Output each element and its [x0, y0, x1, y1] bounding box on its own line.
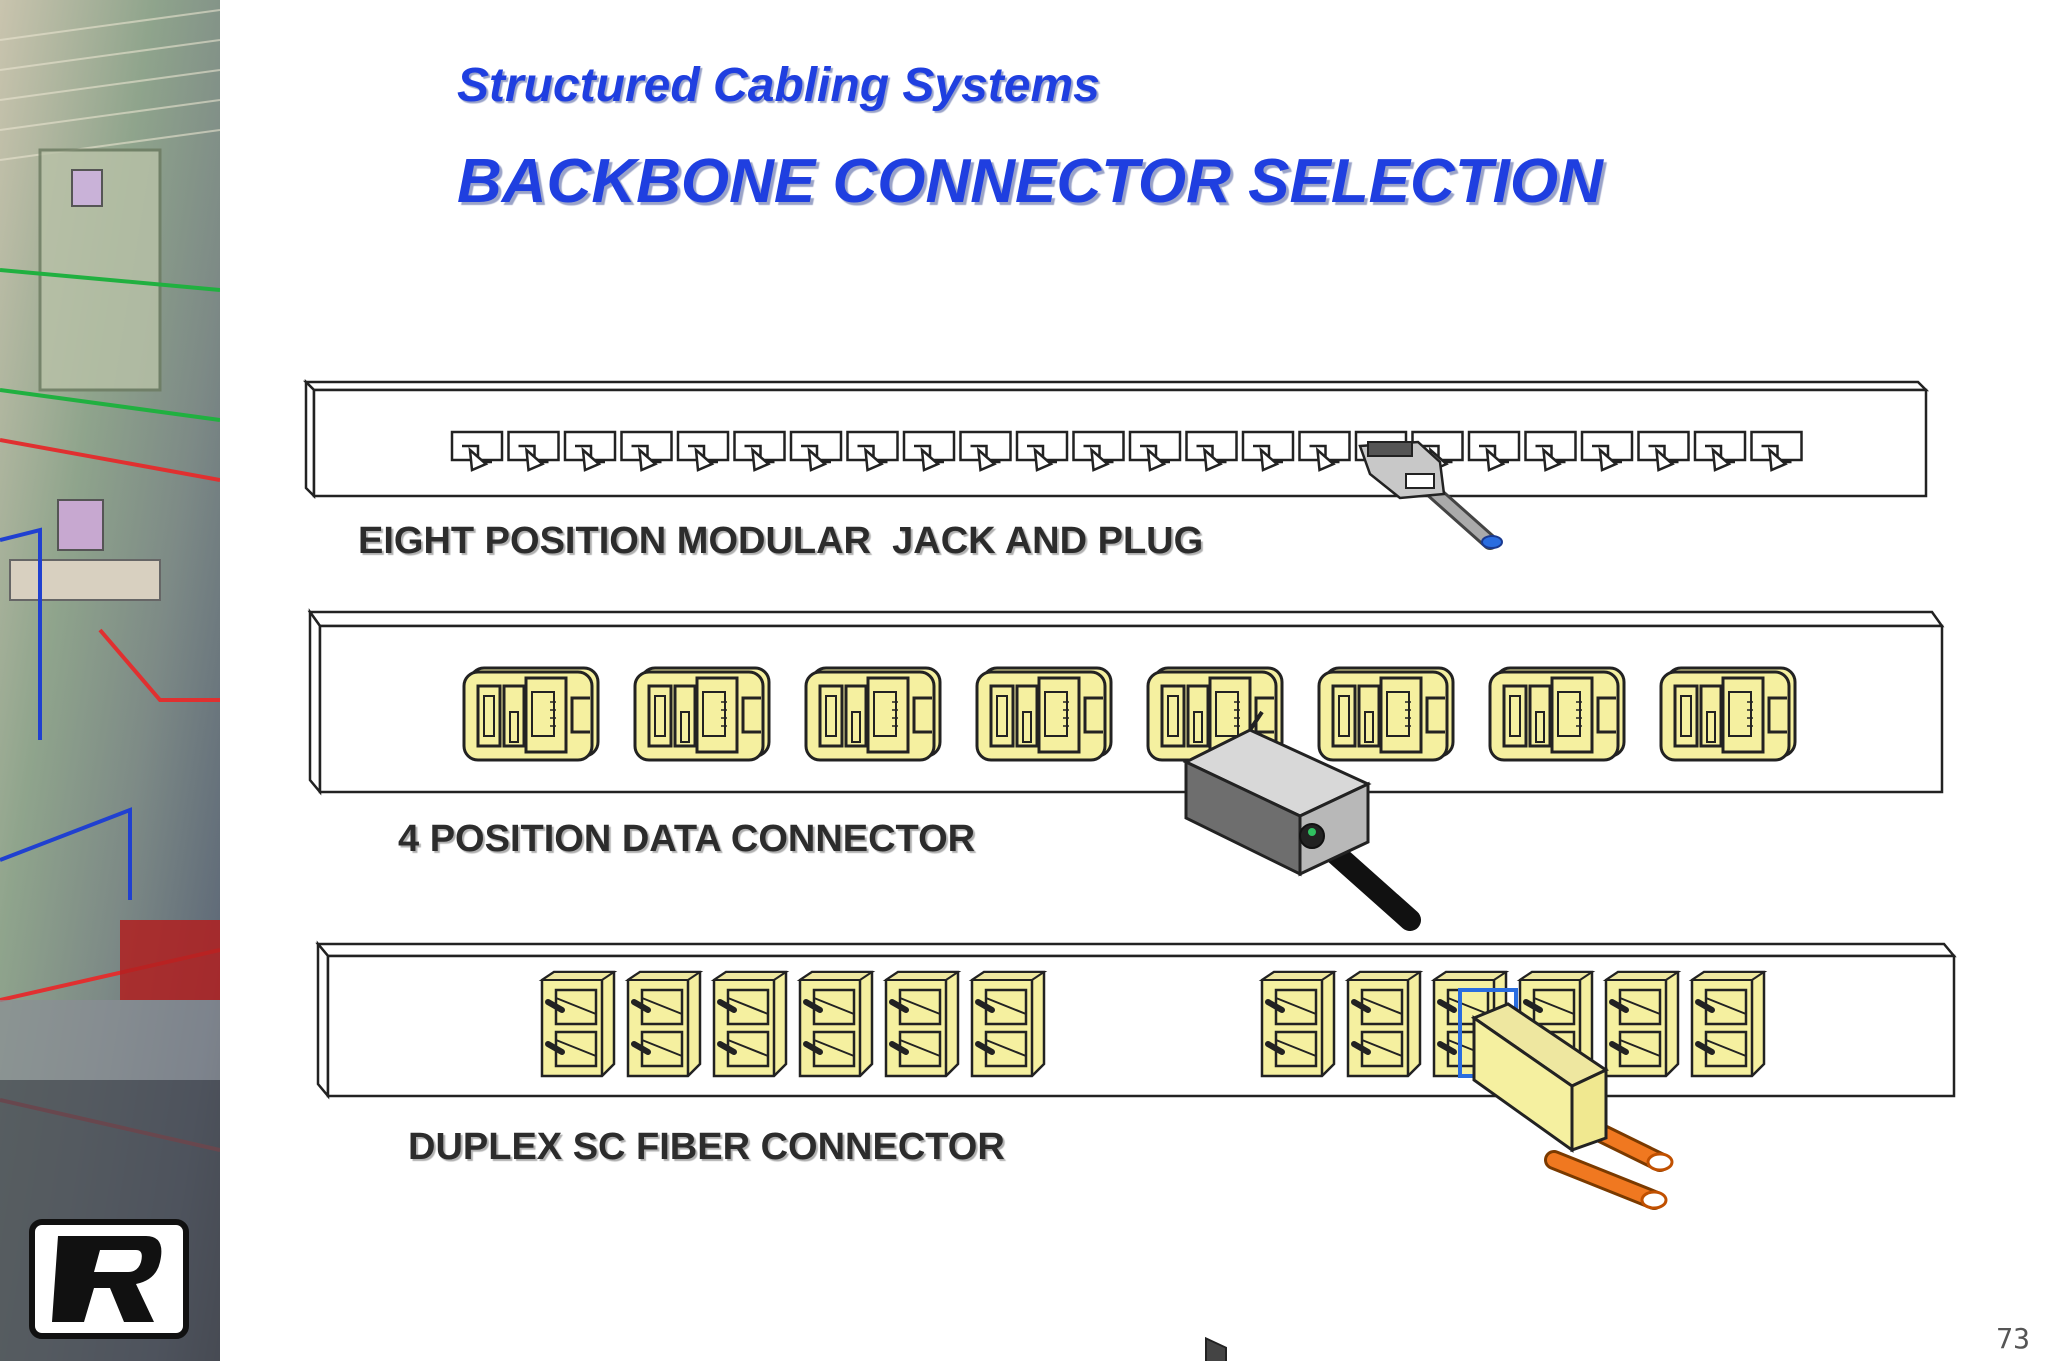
rj45-patch-panel: [302, 378, 1930, 500]
sc-fiber-port: [628, 972, 700, 1076]
data-connector-port: [1488, 666, 1626, 762]
sc-fiber-port: [800, 972, 872, 1076]
data-connector-label: 4 POSITION DATA CONNECTOR: [398, 818, 976, 860]
sc-fiber-port: [714, 972, 786, 1076]
fiber-connector-panel: [315, 940, 1957, 1100]
sc-fiber-port: [542, 972, 614, 1076]
data-connector-port: [1317, 666, 1455, 762]
data-connector-port: [1659, 666, 1797, 762]
data-connector-plug: [1182, 710, 1421, 1361]
sc-fiber-port: [972, 972, 1044, 1076]
data-connector-port: [462, 666, 600, 762]
sc-fiber-port: [1348, 972, 1420, 1076]
sc-fiber-port: [886, 972, 958, 1076]
page-number: 73: [1996, 1322, 2030, 1355]
r-logo-icon: [28, 1218, 190, 1345]
fiber-plug: [1458, 988, 1674, 1210]
data-connector-panel: [307, 608, 1945, 796]
rj45-label: EIGHT POSITION MODULAR JACK AND PLUG: [358, 520, 1204, 562]
sc-fiber-port: [1692, 972, 1764, 1076]
data-connector-port: [975, 666, 1113, 762]
page-subtitle: Structured Cabling Systems: [457, 59, 1100, 112]
data-connector-port: [804, 666, 942, 762]
page-title: BACKBONE CONNECTOR SELECTION: [457, 147, 1603, 216]
data-connector-port: [633, 666, 771, 762]
sc-fiber-port: [1606, 972, 1678, 1076]
sc-fiber-port: [1262, 972, 1334, 1076]
rj45-plug: [1358, 440, 1503, 550]
fiber-connector-label: DUPLEX SC FIBER CONNECTOR: [408, 1126, 1005, 1168]
